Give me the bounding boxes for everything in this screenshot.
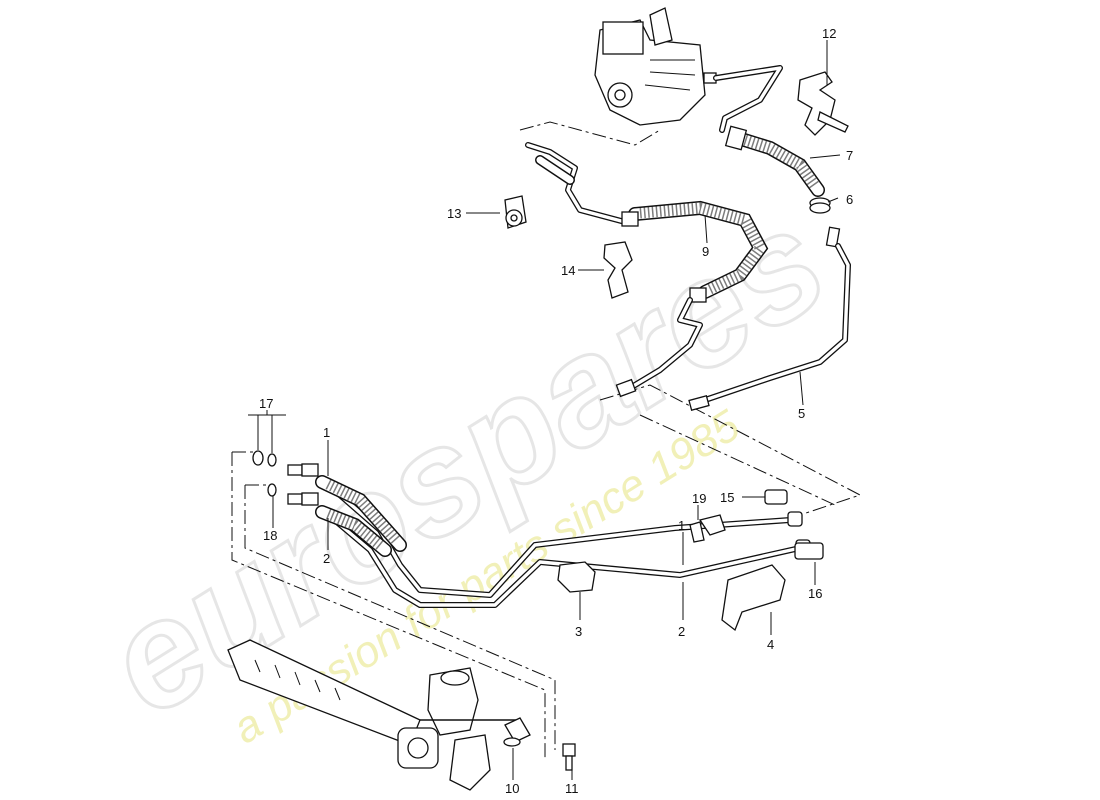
callout-1-left: 1 [323, 425, 330, 440]
callout-1-right: 1 [678, 518, 685, 533]
callout-17: 17 [259, 396, 273, 411]
seal-rings [248, 414, 286, 497]
callout-2-left: 2 [323, 551, 330, 566]
callout-15: 15 [720, 490, 734, 505]
bracket-3 [557, 561, 596, 593]
leader-lines [266, 40, 841, 780]
callout-11: 11 [565, 781, 579, 796]
callout-9: 9 [702, 244, 709, 259]
callout-5: 5 [798, 406, 805, 421]
callout-3: 3 [575, 624, 582, 639]
callout-10: 10 [505, 781, 519, 796]
return-pipe-5 [688, 226, 851, 411]
callout-2-right: 2 [678, 624, 685, 639]
callout-12: 12 [822, 26, 836, 41]
callout-13: 13 [447, 206, 461, 221]
hose-clamp-6 [809, 197, 831, 214]
clamp-10 [503, 717, 531, 747]
bracket-14 [603, 241, 633, 299]
hydraulic-lines-1-2 [287, 463, 811, 608]
return-hose-7 [724, 125, 825, 197]
callout-14: 14 [561, 263, 575, 278]
callout-16: 16 [808, 586, 822, 601]
callout-labels: 12 7 6 13 9 14 5 17 1 18 2 19 15 1 16 3 … [259, 26, 853, 796]
pump-outlet-pipe [713, 65, 783, 133]
fitting-16 [794, 542, 824, 560]
bracket-4 [721, 564, 786, 632]
bracket-12 [797, 71, 849, 136]
steering-rack [227, 639, 520, 791]
watermark: eurospares a passion for parts since 198… [76, 175, 854, 754]
clip-19 [689, 514, 726, 543]
callout-18: 18 [263, 528, 277, 543]
fitting-15 [764, 489, 788, 505]
pressure-hose-9 [525, 142, 769, 398]
bracket-13 [504, 195, 527, 229]
watermark-brand: eurospares [78, 176, 853, 747]
steering-pump [594, 7, 717, 126]
callout-7: 7 [846, 148, 853, 163]
callout-4: 4 [767, 637, 774, 652]
bolt-11 [562, 743, 576, 771]
callout-19: 19 [692, 491, 706, 506]
callout-6: 6 [846, 192, 853, 207]
